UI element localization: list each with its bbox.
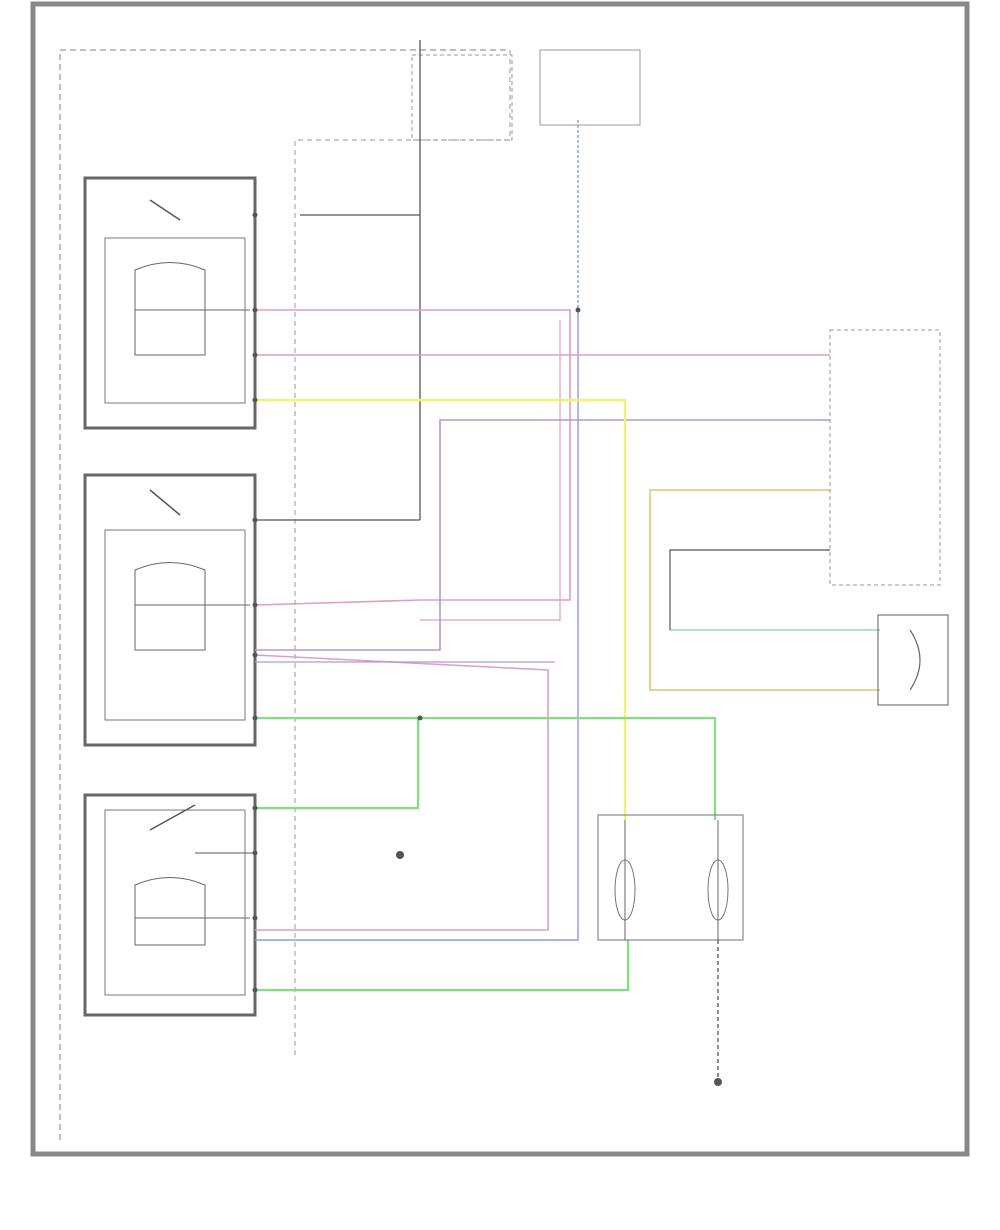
module-lower xyxy=(83,793,257,1017)
module-boundary xyxy=(59,49,510,1140)
wire-violet xyxy=(255,419,830,651)
wire-green-2 xyxy=(255,718,420,810)
wire-tan xyxy=(649,489,880,691)
right-sensor-box xyxy=(877,614,949,706)
solenoid-box xyxy=(597,814,744,941)
fuse-block xyxy=(411,54,513,141)
diagram-frame xyxy=(30,1,970,1157)
wire-green-3 xyxy=(255,940,630,992)
wire-green-1 xyxy=(255,716,717,820)
data-link-block xyxy=(539,49,641,126)
module-upper xyxy=(83,176,257,430)
right-module-box xyxy=(829,329,941,586)
wire-pink-1 xyxy=(254,309,571,606)
module-middle xyxy=(83,473,257,747)
wire-yellow xyxy=(255,398,627,820)
control-module-boundary xyxy=(294,50,511,1055)
